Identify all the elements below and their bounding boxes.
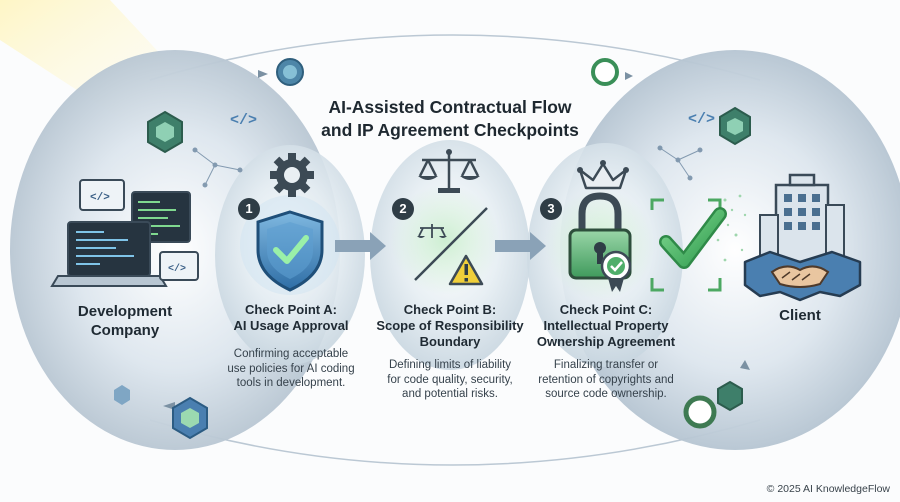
checkpoint-a-title-line2: AI Usage Approval — [233, 318, 349, 333]
party-development-company: Development Company — [40, 302, 210, 340]
laptop-code-icon: </> </> — [50, 179, 199, 287]
checkpoint-c-title-line2: Intellectual Property — [543, 318, 669, 333]
hex-node-right-top — [719, 106, 751, 146]
svg-text:</>: </> — [230, 112, 257, 129]
checkpoint-a: Check Point A: AI Usage Approval Confirm… — [215, 302, 367, 391]
ring-node-top-left — [276, 58, 304, 86]
checkpoint-b: Check Point B: Scope of Responsibility B… — [370, 302, 530, 402]
checkpoint-c-title-line3: Ownership Agreement — [536, 334, 676, 349]
scales-warning-icon — [414, 149, 488, 286]
checkpoint-c-title-line1: Check Point C: — [559, 302, 653, 317]
checkpoint-a-desc-line3: tools in development. — [236, 377, 346, 389]
ring-node-bottom — [683, 395, 717, 429]
svg-text:</>: </> — [688, 111, 715, 128]
checkpoint-a-desc-line2: use policies for AI coding — [227, 362, 355, 375]
checkpoint-a-title-line1: Check Point A: — [245, 302, 337, 317]
checkpoint-b-desc-line2: for code quality, security, — [387, 373, 513, 386]
checkpoint-badge-3: 3 — [540, 198, 562, 220]
checkpoint-b-title-line2: Scope of Responsibility — [376, 318, 524, 333]
diagram-title-line2: and IP Agreement Checkpoints — [321, 120, 579, 140]
ring-node-top-right — [591, 58, 619, 86]
flow-arrow-1 — [335, 232, 386, 260]
checkpoint-b-desc-line1: Defining limits of liability — [388, 359, 512, 371]
checkpoint-b-title-line3: Boundary — [419, 334, 481, 349]
party-left-line2: Company — [90, 322, 160, 339]
checkpoint-c-desc-line3: source code ownership. — [545, 388, 667, 400]
checkpoint-badge-1: 1 — [238, 198, 260, 220]
checkpoint-b-title-line1: Check Point B: — [403, 302, 497, 317]
svg-text:</>: </> — [168, 263, 186, 275]
hex-node-bottom-left — [172, 396, 208, 440]
checkpoint-b-desc-line3: and potential risks. — [402, 388, 498, 400]
party-right-line1: Client — [779, 307, 821, 324]
checkpoint-badge-2: 2 — [392, 198, 414, 220]
shield-check-gear-icon — [256, 153, 324, 292]
checkpoint-c-desc-line2: retention of copyrights and — [538, 373, 674, 386]
party-left-line1: Development — [77, 303, 173, 320]
party-client: Client — [760, 306, 840, 325]
approval-check-icon — [650, 194, 747, 292]
lock-crown-seal-icon — [568, 160, 632, 292]
handshake-building-icon — [743, 173, 862, 302]
copyright-notice: © 2025 AI KnowledgeFlow — [766, 483, 890, 495]
checkpoint-c: Check Point C: Intellectual Property Own… — [525, 302, 687, 402]
diagram-title-line1: AI-Assisted Contractual Flow — [328, 97, 572, 117]
hex-node-left-top — [147, 110, 183, 154]
diagram-title: AI-Assisted Contractual Flow and IP Agre… — [250, 96, 650, 142]
flow-arrow-2 — [495, 232, 546, 260]
hex-node-right-bottom — [717, 380, 743, 412]
svg-text:</>: </> — [90, 192, 110, 204]
checkpoint-c-desc-line1: Finalizing transfer or — [553, 359, 659, 371]
checkpoint-a-desc-line1: Confirming acceptable — [233, 348, 349, 360]
